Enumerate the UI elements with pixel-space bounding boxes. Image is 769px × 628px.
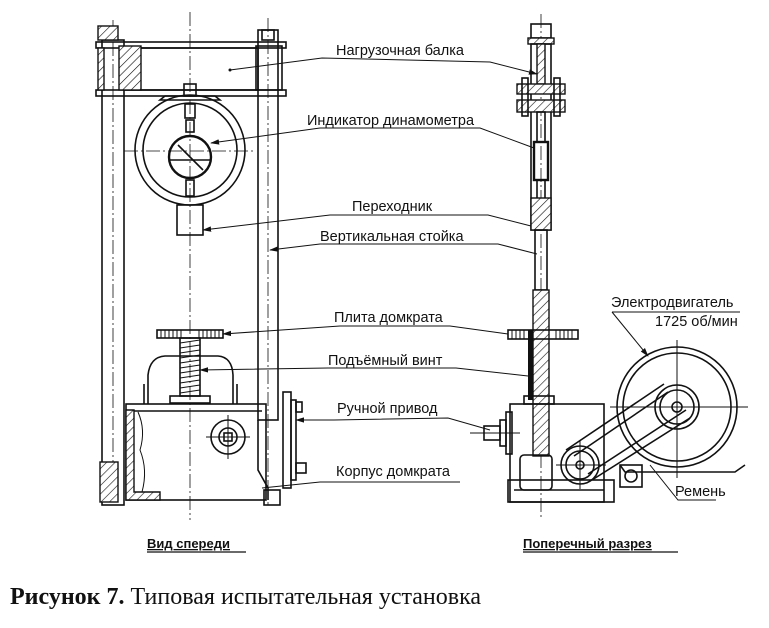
front-view-caption: Вид спереди xyxy=(147,536,230,551)
figure-caption: Рисунок 7. Типовая испытательная установ… xyxy=(10,584,481,611)
label-motor-speed: 1725 об/мин xyxy=(655,314,738,330)
label-vertical-post: Вертикальная стойка xyxy=(320,229,464,245)
label-jack-plate: Плита домкрата xyxy=(334,310,444,326)
label-belt: Ремень xyxy=(675,484,726,500)
lifting-screw xyxy=(169,337,211,404)
figure-number: Рисунок 7. xyxy=(10,584,125,610)
left-post xyxy=(97,20,125,506)
electric-motor xyxy=(610,340,748,488)
label-dynamometer-indicator: Индикатор динамометра xyxy=(307,113,475,129)
section-view-caption: Поперечный разрез xyxy=(523,536,652,551)
label-hand-drive: Ручной привод xyxy=(337,401,438,417)
label-adapter: Переходник xyxy=(352,199,433,215)
leader-lines xyxy=(199,57,740,501)
label-load-beam: Нагрузочная балка xyxy=(336,43,465,59)
label-motor: Электродвигатель xyxy=(611,295,733,311)
vertical-post xyxy=(257,18,279,505)
load-beam xyxy=(95,41,287,97)
label-lifting-screw: Подъёмный винт xyxy=(328,353,443,369)
cross-section-view xyxy=(470,14,748,520)
jack-body xyxy=(125,403,269,501)
hand-drive xyxy=(263,391,307,506)
dynamometer-indicator xyxy=(167,134,213,180)
front-view xyxy=(95,12,307,520)
label-jack-body: Корпус домкрата xyxy=(336,464,451,480)
figure-title: Типовая испытательная установка xyxy=(124,584,482,610)
adapter xyxy=(176,204,204,236)
